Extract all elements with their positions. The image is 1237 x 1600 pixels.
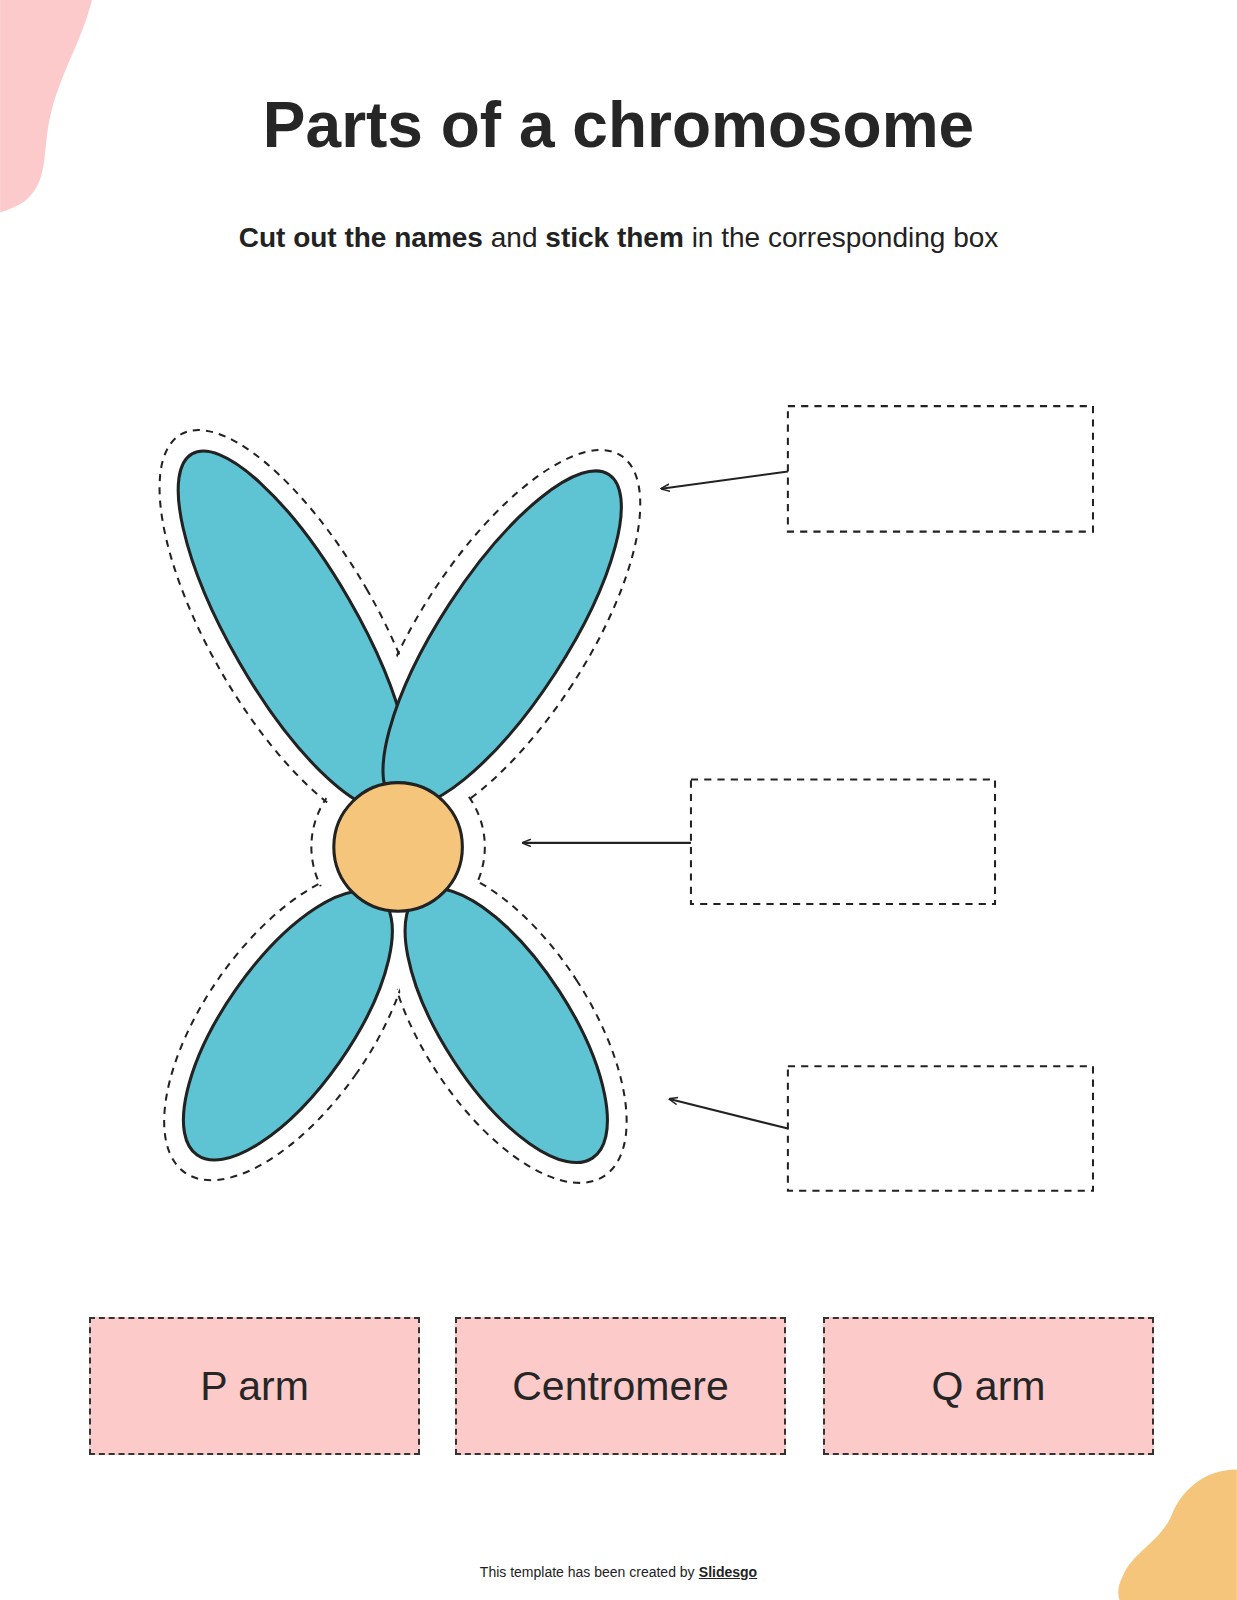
- credit-text: This template has been created by: [480, 1564, 695, 1580]
- instruction-text: in the corresponding box: [692, 222, 999, 254]
- label-card: Centromere: [455, 1317, 786, 1455]
- part-name: P arm: [200, 1363, 309, 1410]
- instruction-text: and: [491, 222, 538, 254]
- instruction-line: Cut out the namesandstick themin the cor…: [0, 222, 1237, 254]
- answer-box: [691, 406, 1093, 1191]
- centromere-shape: [334, 783, 463, 912]
- cut-outline: [108, 393, 691, 1222]
- instruction-text: Cut out the names: [239, 222, 483, 254]
- corner-blob: [0, 0, 92, 212]
- label-card: Q arm: [823, 1317, 1154, 1455]
- label-card: P arm: [89, 1317, 420, 1455]
- leader-arrow: [523, 471, 788, 1128]
- chromatid-arm: [137, 422, 662, 1192]
- part-name: Centromere: [512, 1363, 728, 1410]
- instruction-text: stick them: [545, 222, 684, 254]
- corner-blob: [1118, 1469, 1237, 1600]
- footer-line: This template has been created bySlidesg…: [0, 1564, 1237, 1580]
- part-name: Q arm: [932, 1363, 1046, 1410]
- credit-text: Slidesgo: [699, 1564, 757, 1580]
- page-title: Parts of a chromosome: [0, 88, 1237, 162]
